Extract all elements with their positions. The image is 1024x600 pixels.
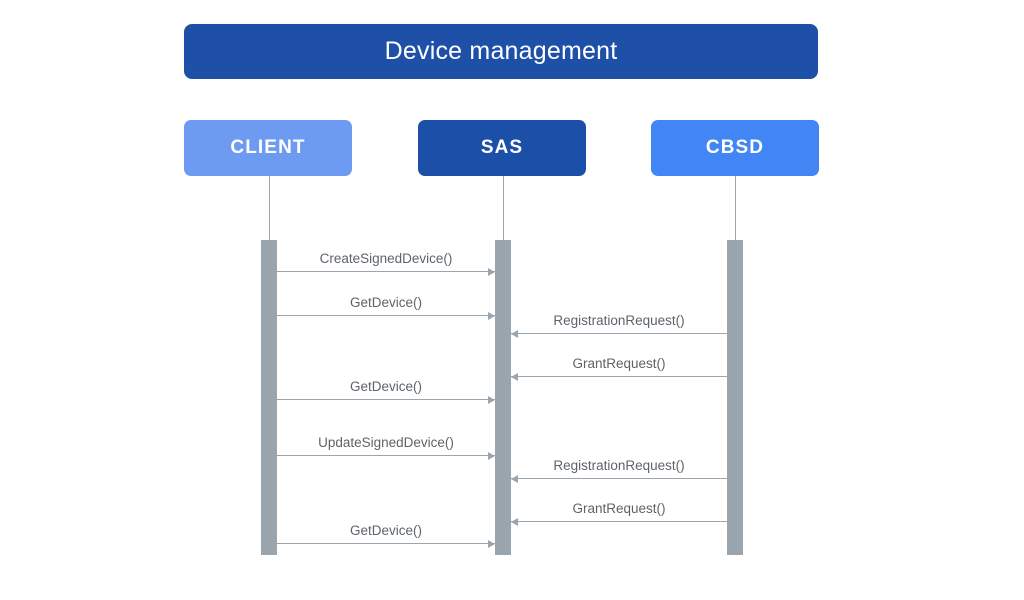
participant-label: SAS xyxy=(480,137,524,158)
message-arrowhead xyxy=(488,267,495,276)
activation-bar-cbsd xyxy=(727,240,743,555)
message-arrowhead xyxy=(511,474,518,483)
activation-bar-client xyxy=(261,240,277,555)
activation-bar-sas xyxy=(495,240,511,555)
message-arrowhead xyxy=(488,451,495,460)
participant-label: CBSD xyxy=(705,137,765,158)
participant-cbsd[interactable]: CBSD xyxy=(651,120,819,176)
diagram-title: Device management xyxy=(384,37,618,65)
lifeline-sas xyxy=(503,176,504,242)
message-label: GetDevice() xyxy=(349,523,422,538)
message-line xyxy=(277,543,495,544)
message-arrowhead xyxy=(488,395,495,404)
message-line xyxy=(511,521,727,522)
message-label: RegistrationRequest() xyxy=(553,458,685,473)
message-line xyxy=(277,315,495,316)
lifeline-client xyxy=(269,176,270,242)
participant-client[interactable]: CLIENT xyxy=(184,120,352,176)
message-arrowhead xyxy=(511,329,518,338)
message-arrowhead xyxy=(488,539,495,548)
message-label: GrantRequest() xyxy=(572,356,666,371)
message-line xyxy=(511,376,727,377)
diagram-title-bar: Device management xyxy=(184,24,818,79)
message-label: GetDevice() xyxy=(349,379,422,394)
message-label: GrantRequest() xyxy=(572,501,666,516)
message-label: RegistrationRequest() xyxy=(553,313,685,328)
lifeline-cbsd xyxy=(735,176,736,242)
message-line xyxy=(277,455,495,456)
participant-label: CLIENT xyxy=(230,137,306,158)
message-label: GetDevice() xyxy=(349,295,422,310)
participant-sas[interactable]: SAS xyxy=(418,120,586,176)
message-line xyxy=(511,333,727,334)
message-label: UpdateSignedDevice() xyxy=(318,435,454,450)
message-label: CreateSignedDevice() xyxy=(319,251,453,266)
message-line xyxy=(277,271,495,272)
message-line xyxy=(277,399,495,400)
message-arrowhead xyxy=(488,311,495,320)
message-arrowhead xyxy=(511,517,518,526)
message-line xyxy=(511,478,727,479)
message-arrowhead xyxy=(511,372,518,381)
